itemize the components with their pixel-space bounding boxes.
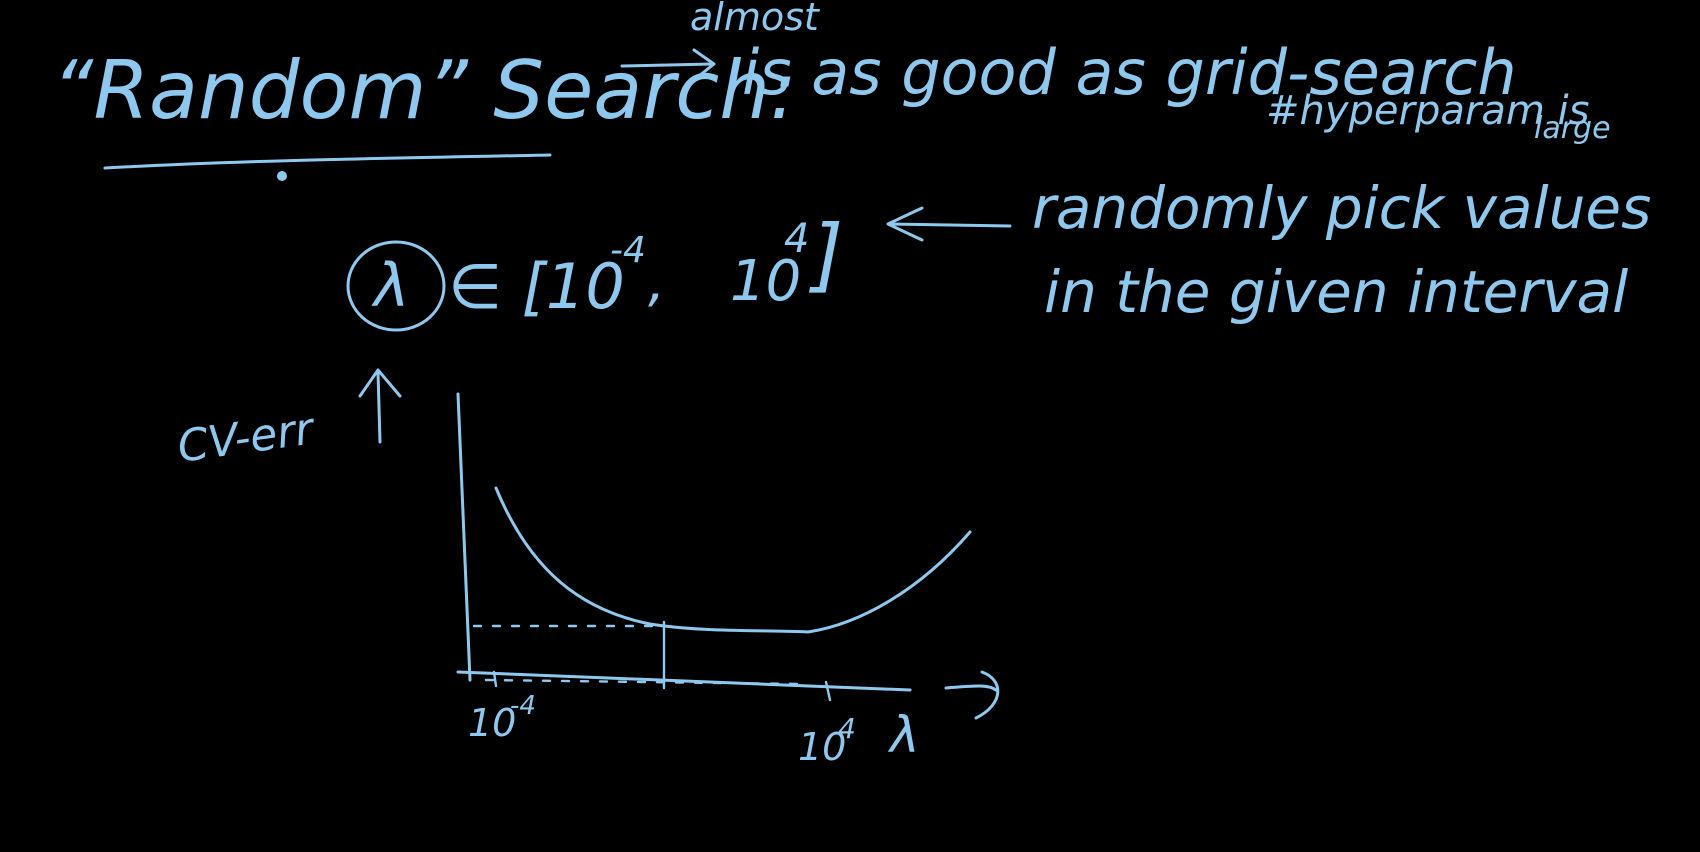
insert-word-almost: almost [690,0,821,39]
heading-underline [103,153,552,170]
arrow-right-icon [944,670,1000,720]
circle-icon [346,240,446,332]
interval-close: ] [808,208,843,301]
plot-curve [494,486,972,634]
plot-tick-low [492,670,498,688]
plot-axis-samples [484,678,802,686]
interval-comma: , [648,250,665,313]
plot-y-axis [456,392,472,682]
arrow-left-icon [886,206,1012,242]
plot-x-axis [456,670,912,692]
note-line-1: randomly pick values [1032,174,1651,242]
heading-random-search: “Random” Search: [52,44,797,137]
tick-label-low-base: 10 [468,701,516,745]
condition-line-2: large [1534,111,1611,146]
claim-text: is as good as grid-search [742,36,1517,109]
plot-ylabel: CV-err [174,403,319,473]
tick-label-high-exponent: 4 [838,712,856,745]
tick-label-high-base: 10 [798,725,846,769]
interval-upper-exponent: 4 [784,216,809,262]
arrow-up-icon [358,368,402,444]
note-line-2: in the given interval [1044,258,1628,326]
interval-open: ∈ [10 [448,250,625,323]
tick-label-low-exponent: -4 [510,691,536,721]
condition-line-1: #hyperparam is [1266,88,1589,134]
arrow-right-icon [620,48,716,82]
cursor-marker [277,171,287,181]
plot-xlabel: λ [887,706,920,764]
interval-upper-base: 10 [730,249,801,314]
lambda-symbol: λ [371,251,410,321]
plot-tick-high [824,680,832,702]
interval-lower-exponent: -4 [610,230,646,271]
